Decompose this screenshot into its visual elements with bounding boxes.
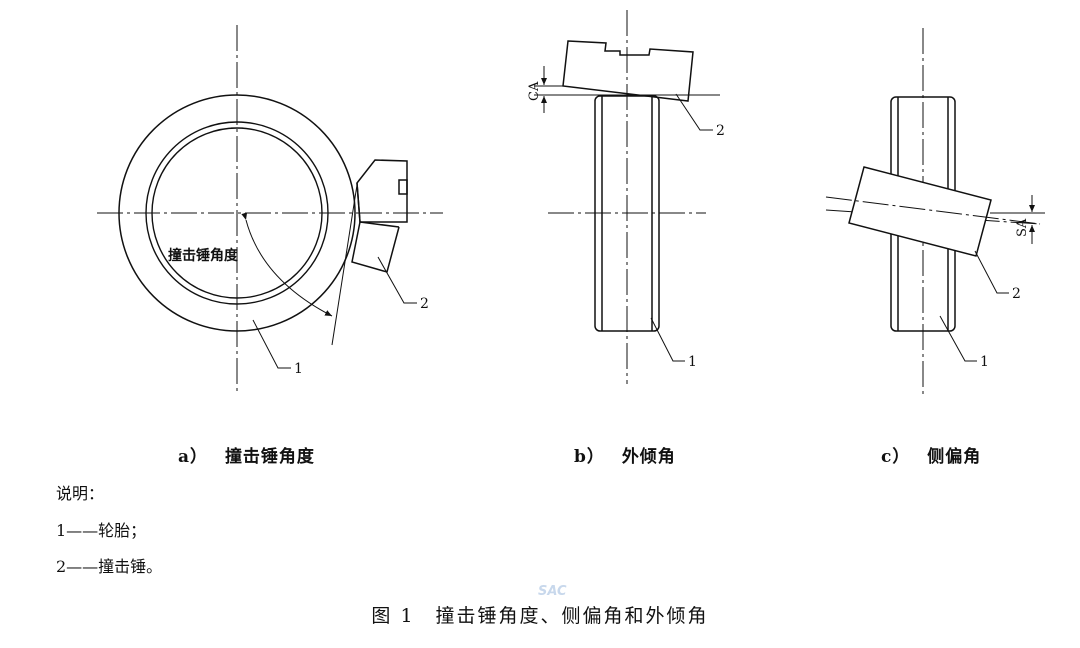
caption-b: b） 外倾角: [574, 442, 676, 467]
a-leader-1: [252, 319, 291, 369]
b-leader-1: [650, 317, 685, 362]
c-callout-1: 1: [980, 354, 989, 370]
a-callout-2: 2: [420, 296, 429, 312]
b-leader-2: [675, 93, 713, 131]
caption-c-letter: c）: [881, 447, 911, 467]
c-callout-2: 2: [1012, 286, 1021, 302]
impact-hammer-b: [562, 40, 694, 102]
b-callout-2: 2: [716, 123, 725, 139]
c-leader-1: [939, 315, 977, 362]
angle-label: 撞击锤角度: [168, 247, 239, 264]
caption-a-text: 撞击锤角度: [224, 447, 315, 467]
c-leader-2: [974, 250, 1009, 294]
c-centerline-over-hammer: [825, 196, 1041, 225]
tire-side-view-b: [594, 95, 660, 332]
c-centerline-horizontal: [825, 209, 1041, 225]
figure-title: 图 1 撞击锤角度、侧偏角和外倾角: [371, 605, 709, 627]
b-callout-1: 1: [688, 354, 697, 370]
caption-a: a） 撞击锤角度: [178, 442, 315, 467]
legend-item-1: 1——轮胎；: [56, 521, 147, 540]
caption-a-letter: a）: [178, 447, 209, 467]
legend-title: 说明：: [56, 484, 105, 503]
angle-ray-line: [331, 184, 358, 346]
caption-b-text: 外倾角: [621, 447, 676, 467]
a-callout-1: 1: [294, 361, 303, 377]
diagram-c: [825, 28, 1045, 396]
sa-label: SA: [1015, 218, 1030, 237]
a-leader-2: [377, 256, 417, 304]
caption-c: c） 侧偏角: [881, 442, 981, 467]
diagram-b: [534, 10, 720, 384]
impact-hammer-a: [351, 159, 408, 273]
diagram-a: [97, 25, 443, 392]
watermark-logo: SAC: [538, 584, 567, 599]
tire-outer-circle: [118, 94, 356, 332]
impact-hammer-c: [848, 166, 992, 257]
legend-item-2: 2——撞击锤。: [56, 557, 163, 576]
caption-b-letter: b）: [574, 447, 605, 467]
caption-c-text: 侧偏角: [927, 447, 982, 467]
ca-label: CA: [527, 81, 542, 101]
angle-arc: [241, 212, 333, 317]
